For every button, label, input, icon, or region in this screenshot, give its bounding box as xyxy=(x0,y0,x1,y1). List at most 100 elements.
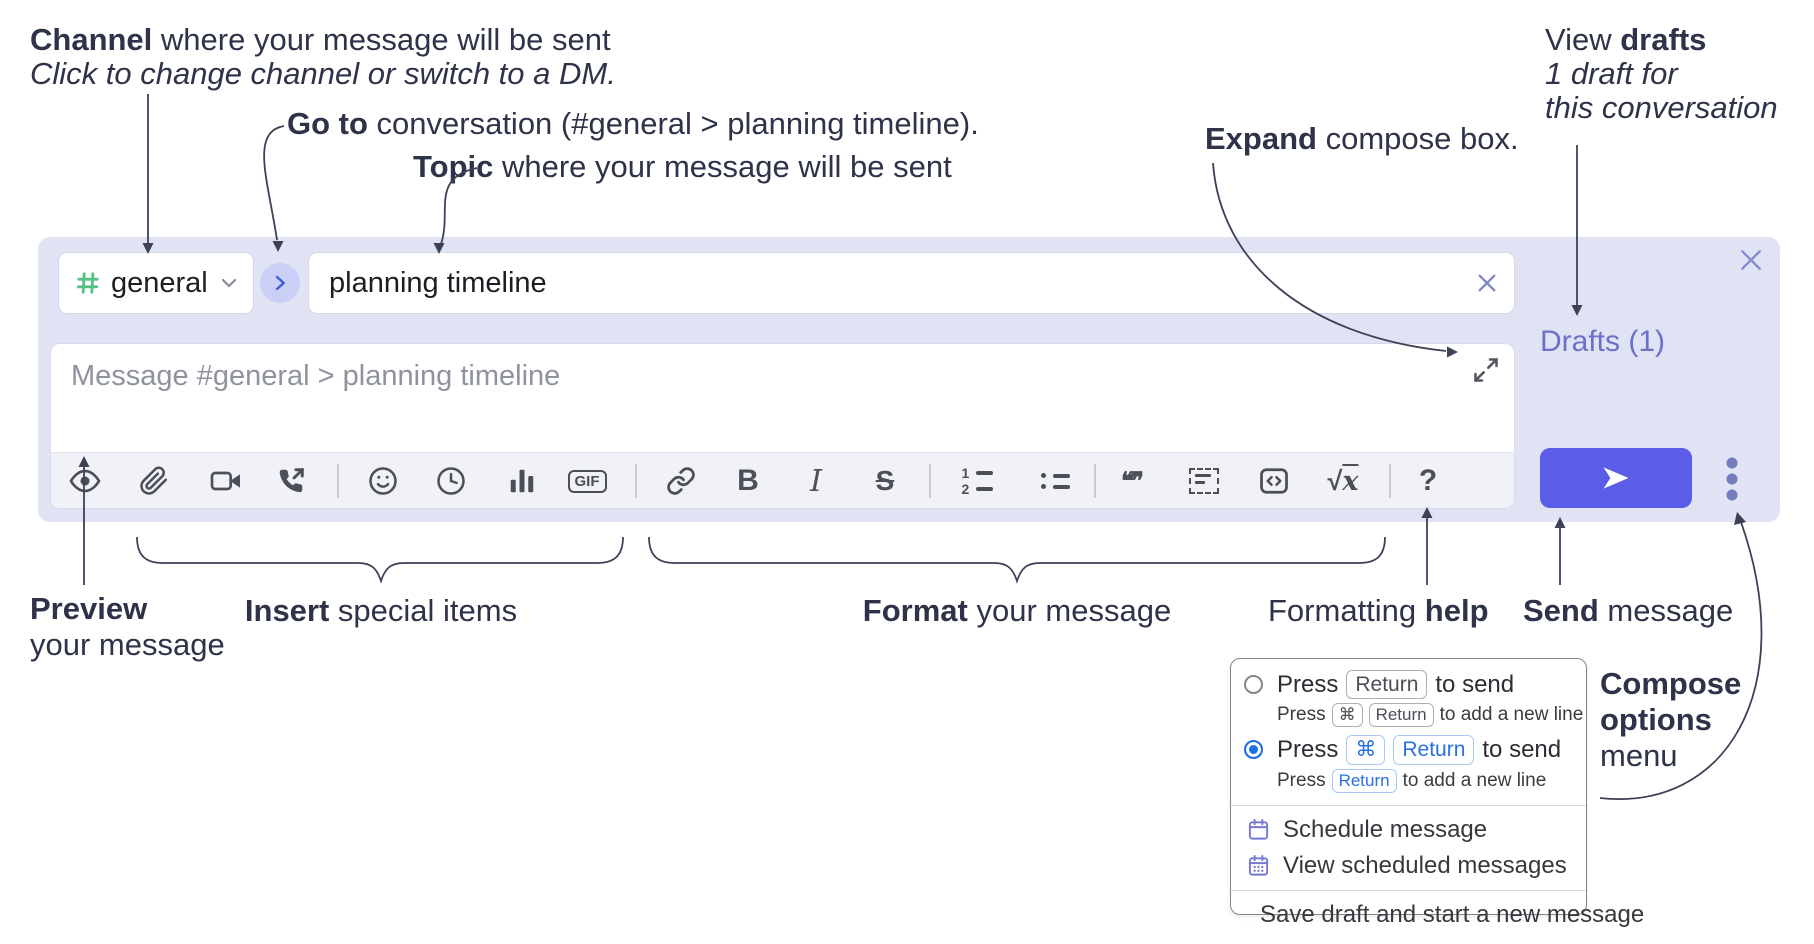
numbered-list-digit: 2 xyxy=(961,481,970,497)
emoji-button[interactable] xyxy=(363,453,403,509)
eye-icon xyxy=(69,469,101,493)
annotation-preview: Preview xyxy=(30,591,147,627)
strikethrough-icon: S xyxy=(875,465,895,496)
topic-input[interactable] xyxy=(329,266,1476,300)
spoiler-button[interactable] xyxy=(1184,453,1224,509)
annotation-drafts-count: 1 draft for xyxy=(1545,56,1678,91)
annotation-insert-rest: special items xyxy=(329,593,518,628)
channel-pointer-line xyxy=(142,94,154,254)
channel-hash-icon xyxy=(76,272,99,294)
numbered-list-digit: 1 xyxy=(961,465,970,481)
annotation-drafts-conversation: this conversation xyxy=(1545,90,1778,125)
smiley-icon xyxy=(369,467,397,495)
annotation-preview-line2: your message xyxy=(30,627,225,662)
annotation-topic: Topic where your message will be sent xyxy=(413,149,952,185)
phone-outgoing-icon xyxy=(279,468,304,493)
quote-icon: ❝❞ xyxy=(1121,467,1144,495)
italic-button[interactable]: I xyxy=(796,453,836,509)
annotation-expand: Expand compose box. xyxy=(1205,121,1519,157)
formatting-help-button[interactable]: ? xyxy=(1408,453,1448,509)
compose-options-menu-button[interactable] xyxy=(1714,453,1750,505)
expand-diagonal-icon xyxy=(1474,358,1498,382)
toolbar-divider xyxy=(635,464,637,498)
annotation-compose-options-1: Compose xyxy=(1600,666,1742,701)
annotation-compose-options-3: menu xyxy=(1600,738,1678,773)
menu-item-label: Save draft and start a new message xyxy=(1260,900,1645,928)
drafts-link[interactable]: Drafts (1) xyxy=(1540,325,1666,358)
annotation-insert: Insert special items xyxy=(245,593,517,629)
toolbar-divider xyxy=(929,464,931,498)
add-gif-button[interactable]: GIF xyxy=(567,453,607,509)
link-button[interactable] xyxy=(661,453,701,509)
expand-compose-button[interactable] xyxy=(1472,356,1500,384)
annotation-send: Send message xyxy=(1523,593,1733,629)
go-to-conversation-button[interactable] xyxy=(260,263,300,303)
menu-item-save-draft[interactable]: Save draft and start a new message xyxy=(1231,897,1644,933)
annotation-help-bold: help xyxy=(1424,593,1489,628)
menu-item-label: Schedule message xyxy=(1283,815,1488,843)
paperclip-icon xyxy=(140,466,168,495)
popup-divider xyxy=(1231,804,1586,806)
video-camera-icon xyxy=(210,471,240,491)
send-button[interactable] xyxy=(1540,448,1692,508)
annotation-preview-bold: Preview xyxy=(30,591,148,626)
annotation-view-drafts-bold: drafts xyxy=(1620,22,1707,57)
code-button[interactable] xyxy=(1254,453,1294,509)
numbered-list-button[interactable]: 1 2 xyxy=(957,453,997,509)
insert-brace xyxy=(136,536,624,584)
menu-item-schedule-message[interactable]: Schedule message xyxy=(1231,812,1586,848)
annotation-topic-rest: where your message will be sent xyxy=(493,149,952,184)
annotation-goto: Go to conversation (#general > planning … xyxy=(287,106,979,142)
audio-call-button[interactable] xyxy=(271,453,311,509)
message-area xyxy=(51,344,1514,452)
toolbar-divider xyxy=(1389,464,1391,498)
bar-chart-icon xyxy=(510,469,534,493)
option2-sub-suffix: to add a new line xyxy=(1402,769,1547,791)
compose-box: general xyxy=(38,237,1780,522)
bulleted-list-button[interactable] xyxy=(1034,453,1074,509)
message-input[interactable] xyxy=(51,344,1514,452)
math-button[interactable]: √x xyxy=(1323,453,1363,509)
annotation-format-bold: Format xyxy=(862,593,968,628)
spoiler-icon xyxy=(1189,468,1219,494)
calendar-dots-icon xyxy=(1248,855,1269,876)
close-compose-button[interactable] xyxy=(1736,245,1766,275)
return-key: Return xyxy=(1393,735,1475,765)
toolbar-divider xyxy=(337,464,339,498)
compose-toolbar: GIF B I xyxy=(51,452,1514,508)
chevron-down-icon xyxy=(221,278,237,288)
bold-icon: B xyxy=(737,464,759,497)
clear-topic-icon[interactable] xyxy=(1476,272,1498,294)
add-poll-button[interactable] xyxy=(502,453,542,509)
annotation-compose-options-2: options xyxy=(1600,702,1712,737)
option1-press: Press xyxy=(1277,670,1339,698)
video-call-button[interactable] xyxy=(206,453,246,509)
format-brace xyxy=(648,536,1386,584)
attach-file-button[interactable] xyxy=(134,453,174,509)
strikethrough-button[interactable]: S xyxy=(865,453,905,509)
channel-selector[interactable]: general xyxy=(58,252,254,314)
math-icon: √x xyxy=(1327,465,1359,497)
send-shortcut-option-enter[interactable]: Press Return to send Press ⌘ Return to a… xyxy=(1231,668,1586,733)
radio-selected[interactable] xyxy=(1244,740,1263,760)
annotation-channel-subtitle: Click to change channel or switch to a D… xyxy=(30,56,616,91)
add-global-time-button[interactable] xyxy=(431,453,471,509)
goto-pointer-curve xyxy=(263,125,285,252)
bold-button[interactable]: B xyxy=(728,453,768,509)
menu-item-view-scheduled-messages[interactable]: View scheduled messages xyxy=(1231,848,1586,884)
annotation-send-bold: Send xyxy=(1523,593,1599,628)
gif-icon: GIF xyxy=(567,469,607,493)
return-key: Return xyxy=(1346,670,1428,700)
toolbar-divider xyxy=(1094,464,1096,498)
send-shortcut-option-cmd-enter[interactable]: Press ⌘ Return to send Press Return to a… xyxy=(1231,733,1586,798)
vertical-dots-icon xyxy=(1726,457,1738,501)
preview-button[interactable] xyxy=(65,453,105,509)
annotation-expand-rest: compose box. xyxy=(1316,121,1519,156)
option2-sub-press: Press xyxy=(1277,769,1326,791)
annotation-insert-bold: Insert xyxy=(244,593,330,628)
annotation-topic-bold: Topic xyxy=(413,149,494,184)
radio-unselected[interactable] xyxy=(1244,675,1263,694)
annotation-format-rest: your message xyxy=(967,593,1172,628)
quote-button[interactable]: ❝❞ xyxy=(1111,453,1151,509)
